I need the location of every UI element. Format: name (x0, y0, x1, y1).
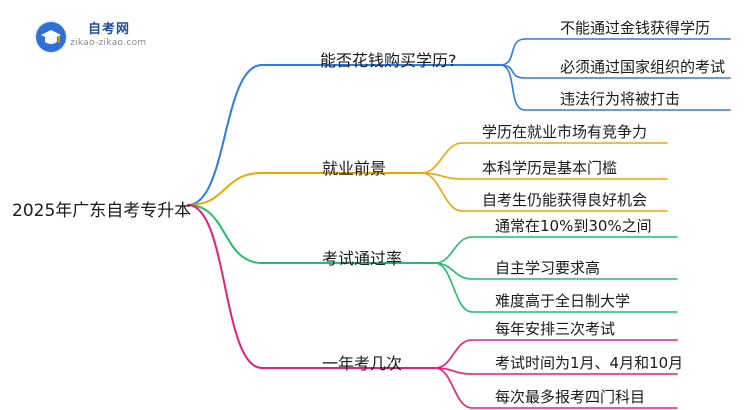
branch-connector (187, 64, 263, 206)
leaf-label: 自主学习要求高 (495, 259, 601, 277)
branch-connector (187, 172, 263, 206)
graduation-cap-icon (34, 20, 68, 54)
leaf-connector (434, 367, 473, 409)
leaf-label: 通常在10%到30%之间 (495, 217, 652, 235)
logo-title: 自考网 (88, 22, 131, 37)
leaf-label: 自考生仍能获得良好机会 (482, 191, 648, 209)
branch-connector (187, 204, 263, 264)
leaf-label: 必须通过国家组织的考试 (560, 58, 726, 76)
leaf-label: 不能通过金钱获得学历 (560, 19, 711, 37)
leaf-label: 学历在就业市场有竞争力 (482, 123, 648, 141)
leaf-label: 每次最多报考四门科目 (495, 388, 646, 406)
leaf-connector (434, 236, 473, 264)
leaf-connector (499, 64, 526, 111)
site-logo: 自考网 zikao-zikao.com (34, 18, 184, 54)
branch-label: 一年考几次 (322, 354, 403, 373)
leaf-connector (421, 142, 463, 174)
leaf-connector (434, 262, 473, 313)
leaf-connector (499, 38, 526, 66)
branch-connector (187, 204, 263, 369)
leaf-label: 违法行为将被打击 (560, 90, 681, 108)
leaf-label: 难度高于全日制大学 (495, 292, 631, 310)
root-topic: 2025年广东自考专升本 (12, 201, 192, 221)
branch-label: 考试通过率 (322, 249, 403, 268)
leaf-connector (434, 339, 473, 369)
leaf-label: 本科学历是基本门槛 (482, 159, 618, 177)
leaf-label: 每年安排三次考试 (495, 320, 616, 338)
branch-label: 就业前景 (322, 159, 387, 178)
branch-label: 能否花钱购买学历? (320, 51, 457, 70)
leaf-connector (499, 64, 526, 79)
leaf-label: 考试时间为1月、4月和10月 (495, 354, 684, 372)
logo-subtitle: zikao-zikao.com (70, 38, 147, 48)
leaf-connector (421, 172, 463, 212)
